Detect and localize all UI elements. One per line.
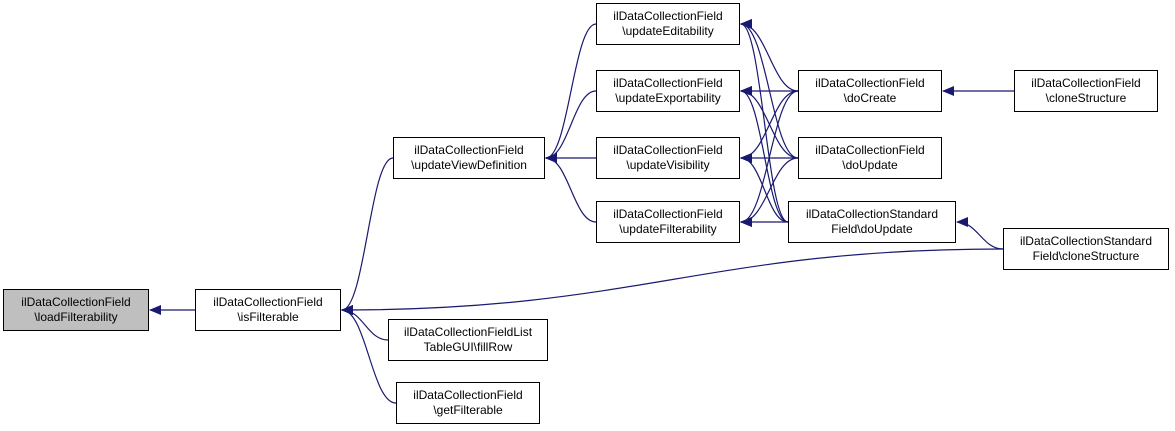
- node-label-line-2: \cloneStructure: [1045, 91, 1127, 105]
- node-label-line-2: \updateExportability: [615, 91, 721, 105]
- node-label-line-2: \updateViewDefinition: [411, 158, 527, 172]
- node-label-line-1: ilDataCollectionField: [613, 9, 723, 23]
- node-label-line-2: \updateFilterability: [619, 222, 717, 236]
- node-label-line-1: ilDataCollectionField: [815, 76, 925, 90]
- node-label-line-2: \doCreate: [843, 91, 897, 105]
- node-standard-field-do-update[interactable]: ilDataCollectionStandard Field\doUpdate: [788, 201, 956, 243]
- node-label-line-1: ilDataCollectionField: [613, 76, 723, 90]
- edge-stdCloneStructure-to-isFilterable: [341, 248, 1004, 315]
- node-get-filterable[interactable]: ilDataCollectionField \getFilterable: [396, 382, 540, 424]
- edge-updateExportability-to-updateViewDefinition: [545, 90, 597, 163]
- edge-stdDoUpdate-to-updateEditability: [740, 19, 789, 223]
- node-label-line-2: TableGUI\fillRow: [423, 340, 513, 354]
- node-label-line-2: \doUpdate: [842, 158, 898, 172]
- node-label-line-2: \getFilterable: [433, 403, 503, 417]
- node-label-line-2: Field\cloneStructure: [1032, 249, 1140, 263]
- node-label-line-1: ilDataCollectionField: [1031, 76, 1141, 90]
- node-label-line-1: ilDataCollectionField: [815, 143, 925, 157]
- node-label-line-1: ilDataCollectionStandard: [1019, 234, 1153, 248]
- node-label-line-2: \loadFilterability: [34, 310, 118, 324]
- node-fill-row[interactable]: ilDataCollectionFieldList TableGUI\fillR…: [388, 319, 548, 361]
- edge-updateViewDefinition-to-isFilterable: [341, 157, 394, 315]
- edge-stdDoUpdate-to-updateExportability: [740, 86, 789, 223]
- node-do-update[interactable]: ilDataCollectionField \doUpdate: [798, 137, 942, 179]
- node-label-line-1: ilDataCollectionStandard: [805, 207, 939, 221]
- node-label-line-2: Field\doUpdate: [831, 222, 913, 236]
- node-update-visibility[interactable]: ilDataCollectionField \updateVisibility: [596, 137, 740, 179]
- node-update-view-definition[interactable]: ilDataCollectionField \updateViewDefinit…: [393, 137, 545, 179]
- edge-doCreate-to-updateFilterability: [740, 90, 799, 227]
- edge-updateFilterability-to-updateViewDefinition: [545, 153, 597, 223]
- node-is-filterable[interactable]: ilDataCollectionField \isFilterable: [195, 289, 341, 331]
- node-label-line-1: ilDataCollectionField: [613, 207, 723, 221]
- node-do-create[interactable]: ilDataCollectionField \doCreate: [798, 70, 942, 112]
- node-update-editability[interactable]: ilDataCollectionField \updateEditability: [596, 3, 740, 45]
- node-label-line-2: \isFilterable: [237, 310, 299, 324]
- node-label-line-1: ilDataCollectionField: [413, 388, 523, 402]
- node-label-line-2: \updateVisibility: [626, 158, 710, 172]
- edge-doCreate-to-updateVisibility: [740, 90, 799, 163]
- edge-doCreate-to-updateEditability: [740, 19, 799, 92]
- edge-stdCloneStructure-to-stdDoUpdate: [956, 217, 1004, 250]
- node-label-line-1: ilDataCollectionField: [21, 295, 131, 309]
- node-label-line-2: \updateEditability: [622, 24, 714, 38]
- node-clone-structure[interactable]: ilDataCollectionField \cloneStructure: [1014, 70, 1158, 112]
- node-update-filterability[interactable]: ilDataCollectionField \updateFilterabili…: [596, 201, 740, 243]
- edge-updateEditability-to-updateViewDefinition: [545, 23, 597, 163]
- node-label-line-1: ilDataCollectionField: [414, 143, 524, 157]
- node-update-exportability[interactable]: ilDataCollectionField \updateExportabili…: [596, 70, 740, 112]
- node-label-line-1: ilDataCollectionField: [213, 295, 323, 309]
- node-load-filterability: ilDataCollectionField \loadFilterability: [3, 289, 149, 331]
- edge-fillRow-to-isFilterable: [341, 305, 389, 341]
- node-label-line-1: ilDataCollectionField: [613, 143, 723, 157]
- node-label-line-1: ilDataCollectionFieldList: [403, 325, 533, 339]
- node-standard-field-clone-structure[interactable]: ilDataCollectionStandard Field\cloneStru…: [1003, 228, 1169, 270]
- edge-stdDoUpdate-to-updateVisibility: [740, 153, 789, 223]
